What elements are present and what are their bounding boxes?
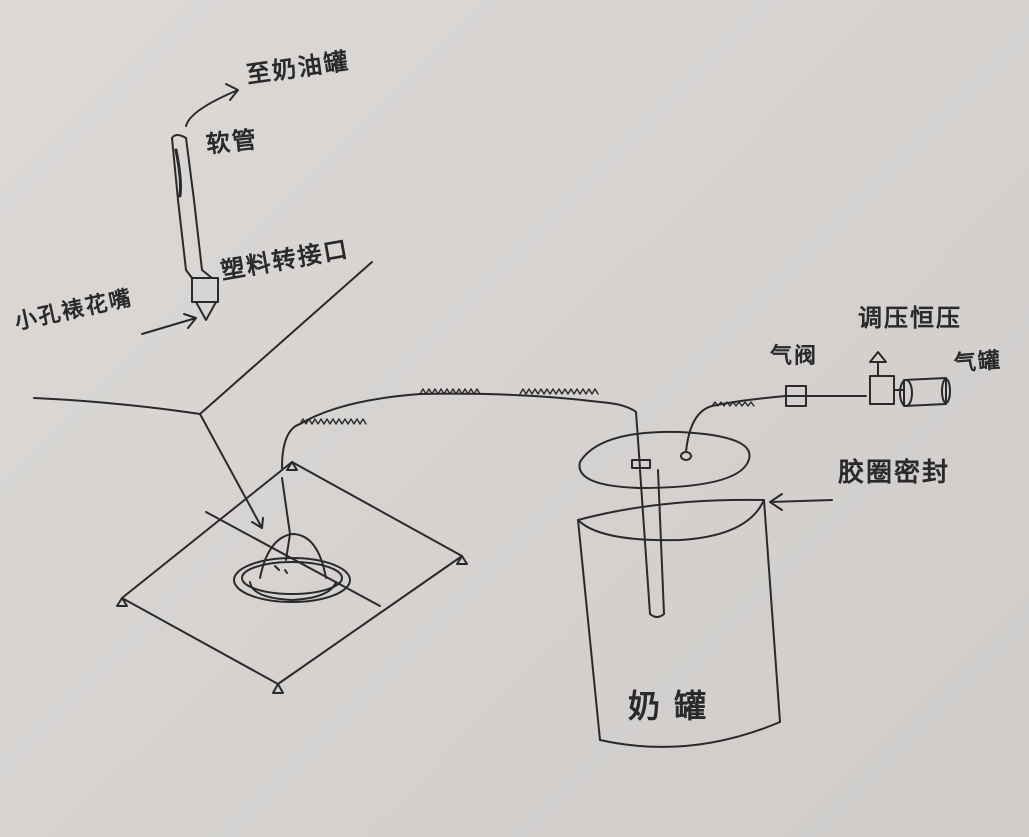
- cake: [233, 533, 351, 603]
- tube-to-adapter: [185, 269, 213, 279]
- tank-lid: [578, 430, 751, 489]
- air-valve: [785, 385, 867, 407]
- to-cream-arrow: [185, 83, 239, 127]
- label-soft-tube: 软管: [204, 125, 260, 159]
- hose-coil-texture: [299, 418, 367, 425]
- gas-cylinder: [899, 377, 951, 407]
- label-regulator: 调压恒压: [858, 304, 962, 332]
- nozzle-pointer-arrow: [141, 313, 197, 335]
- milk-tank-body: [577, 469, 781, 748]
- nozzle-line: [281, 477, 291, 561]
- coiled-hose: [281, 392, 641, 469]
- seal-arrow: [769, 493, 833, 511]
- hose-coil-texture-3: [519, 388, 599, 395]
- hose-coil-texture-2: [419, 388, 481, 395]
- plastic-adapter: [191, 277, 219, 321]
- pressure-regulator: [869, 351, 905, 405]
- top-plane-outline: [33, 261, 373, 529]
- label-air-valve: 气阀: [770, 344, 819, 369]
- turntable-tray: [116, 461, 468, 694]
- soft-tube: [171, 134, 203, 271]
- label-milk-tank: 奶罐: [628, 687, 721, 725]
- label-gas-tank: 气罐: [953, 348, 1003, 377]
- label-rubber-seal: 胶圈密封: [838, 458, 951, 488]
- air-hose: [685, 395, 787, 453]
- air-hose-coil: [711, 401, 755, 407]
